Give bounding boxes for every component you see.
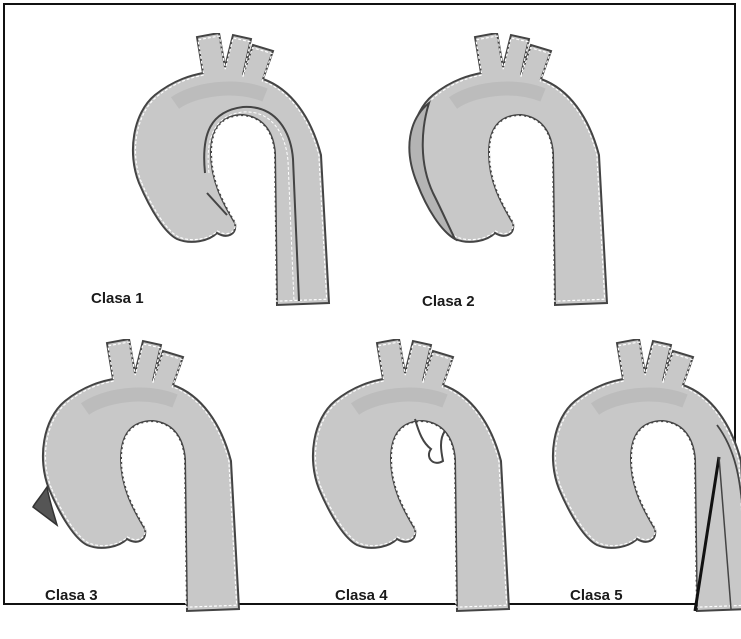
class-5-label: Clasa 5 — [570, 587, 623, 604]
class-1-label: Clasa 1 — [91, 290, 144, 307]
class-3-label: Clasa 3 — [45, 587, 98, 604]
aorta-vessel — [313, 339, 509, 611]
aorta-diagram-class-1 — [115, 33, 355, 333]
figure-frame: Clasa 1 Clasa 2 Clasa 3 Clasa 4 Clasa 5 — [3, 3, 736, 605]
aorta-diagram-class-4 — [295, 339, 535, 639]
aorta-diagram-class-2 — [393, 33, 633, 333]
aorta-vessel — [553, 339, 741, 611]
aorta-vessel — [411, 33, 607, 305]
class-4-label: Clasa 4 — [335, 587, 388, 604]
aorta-diagram-class-5 — [535, 339, 741, 639]
aorta-vessel — [43, 339, 239, 611]
class-2-label: Clasa 2 — [422, 293, 475, 310]
aorta-vessel — [133, 33, 329, 305]
